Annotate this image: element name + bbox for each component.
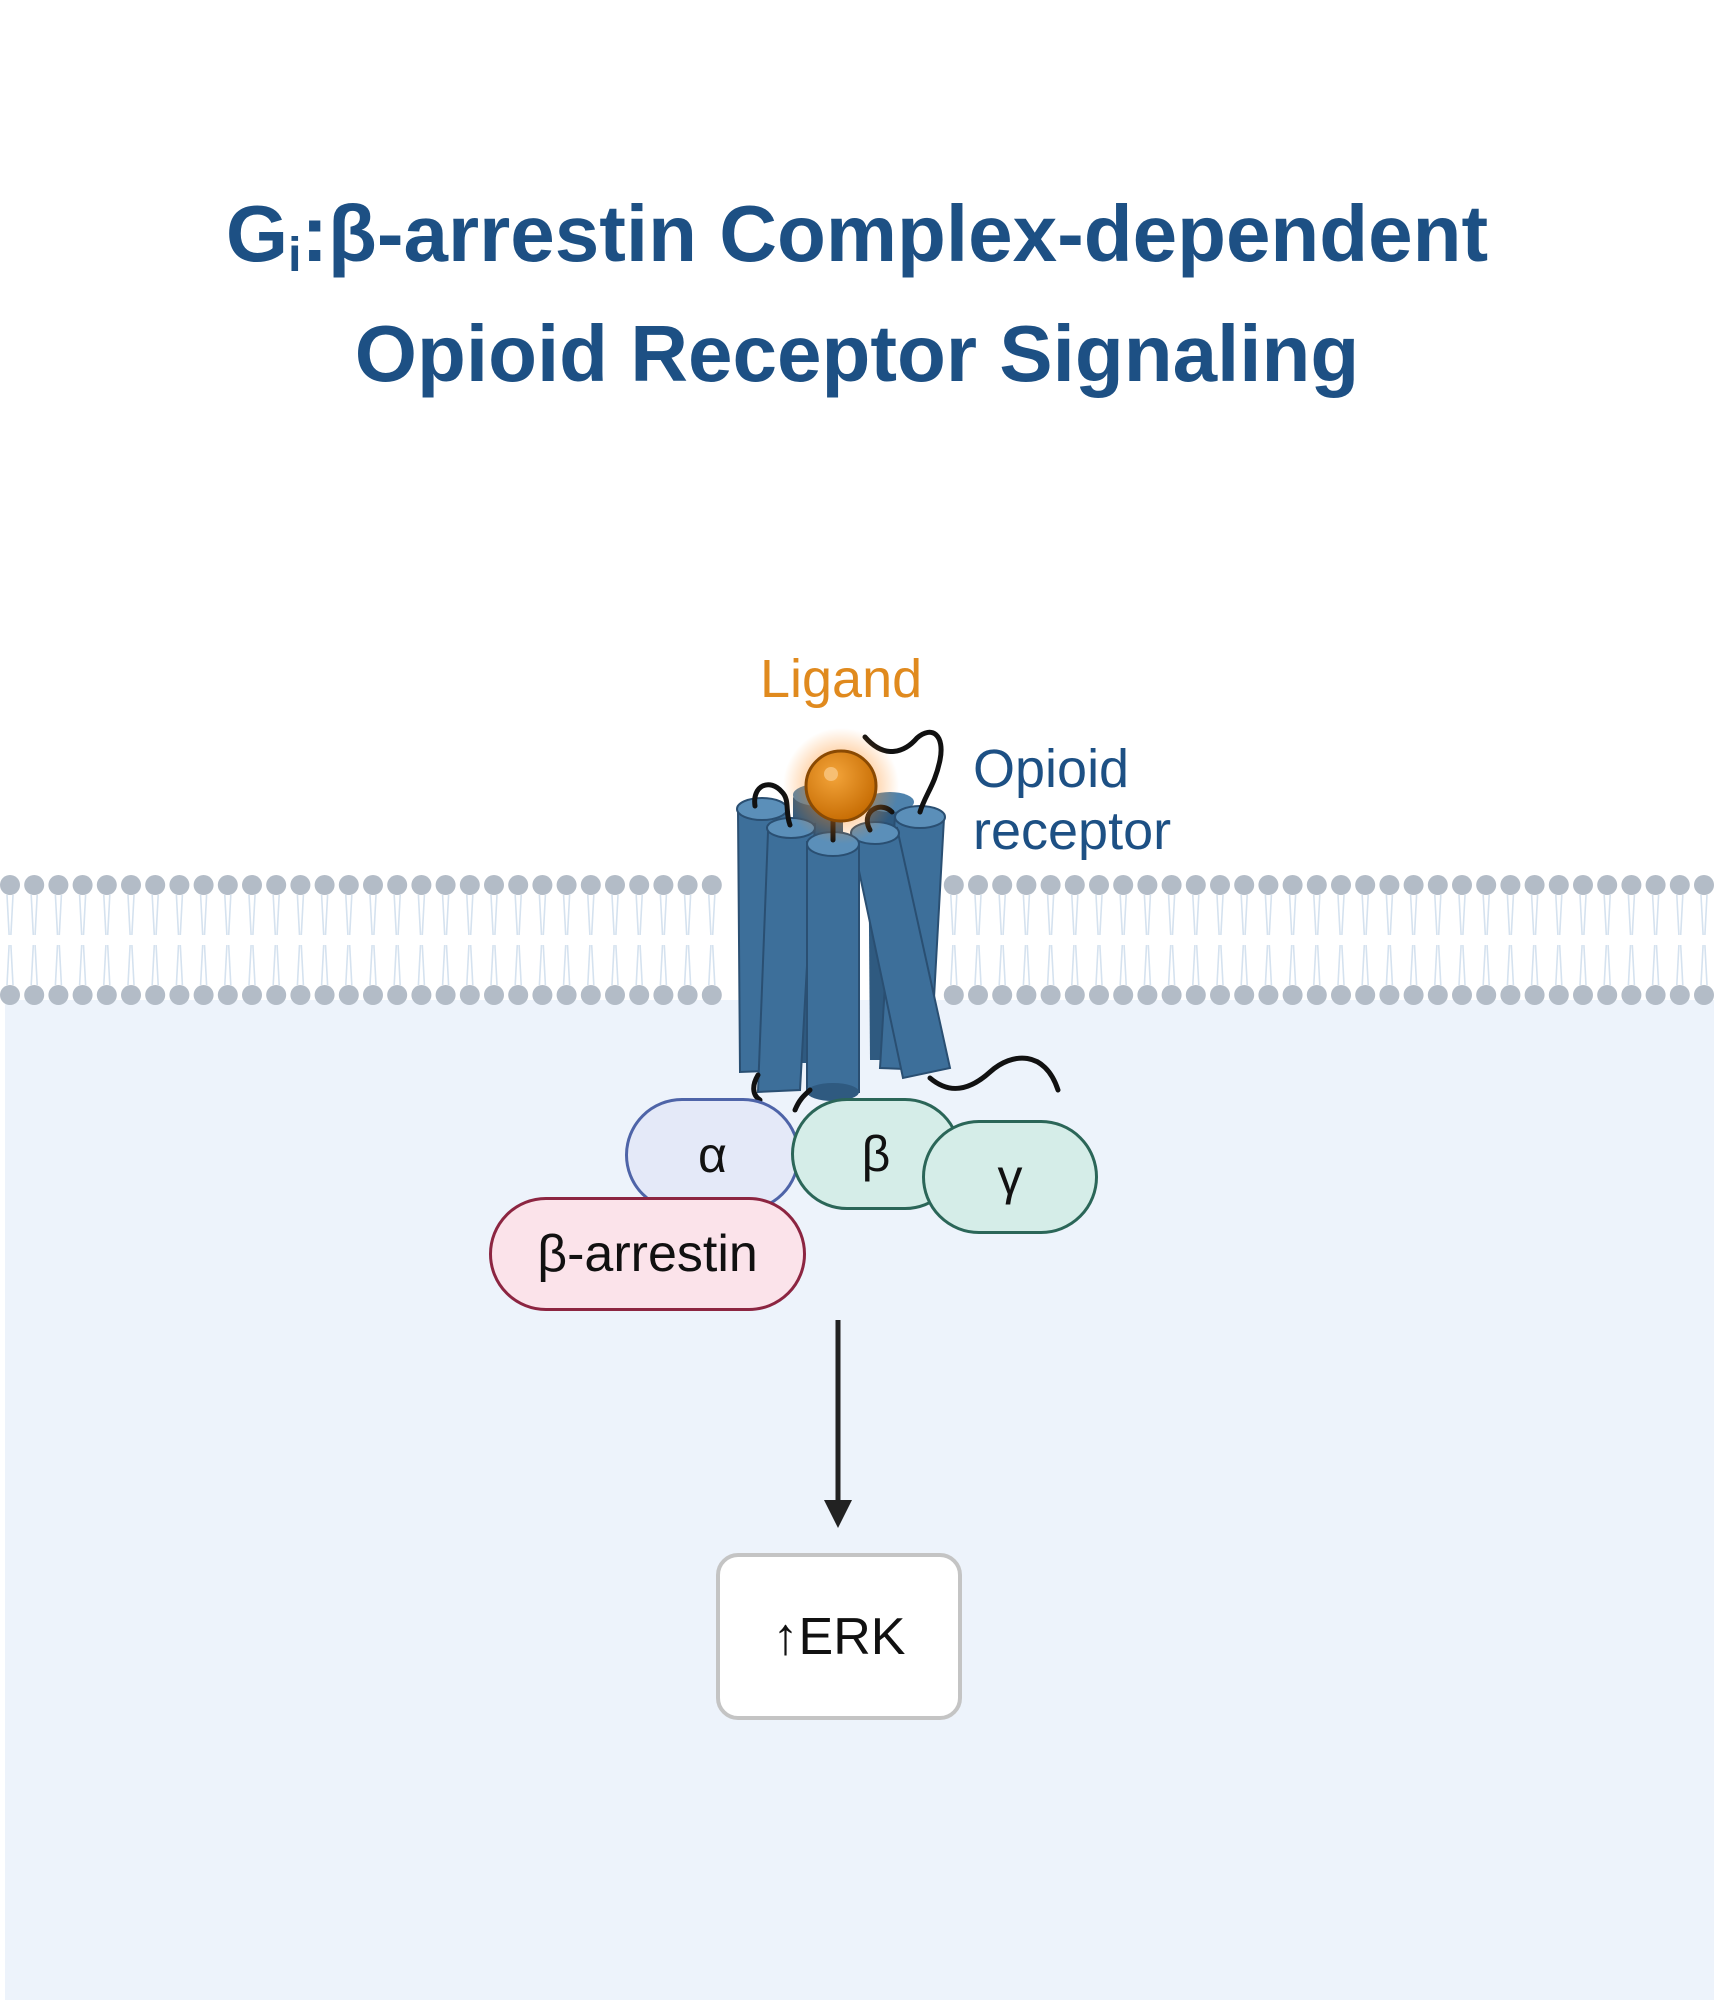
receptor-label-line2: receptor (973, 801, 1172, 861)
erk-output-box: ↑ERK (716, 1553, 962, 1720)
opioid-receptor-icon (736, 729, 1061, 1113)
title-line2: Opioid Receptor Signaling (354, 309, 1360, 398)
diagram-title: Gi:β-arrestin Complex-dependent Opioid R… (0, 185, 1714, 403)
receptor-label-line1: Opioid (973, 739, 1130, 799)
ligand-label: Ligand (760, 649, 923, 709)
title-prefix: G (225, 189, 289, 278)
erk-label: ↑ERK (772, 1607, 906, 1666)
g-gamma-subunit: γ (922, 1120, 1098, 1234)
cell-membrane (0, 875, 1714, 1005)
title-suffix: :β-arrestin Complex-dependent (301, 189, 1489, 278)
beta-arrestin: β-arrestin (489, 1197, 806, 1311)
ligand-icon (783, 728, 899, 844)
opioid-receptor-label: Opioid receptor (973, 738, 1171, 862)
title-subscript: i (288, 229, 302, 282)
arrow-to-erk (824, 1320, 852, 1528)
g-alpha-subunit: α (625, 1098, 800, 1212)
